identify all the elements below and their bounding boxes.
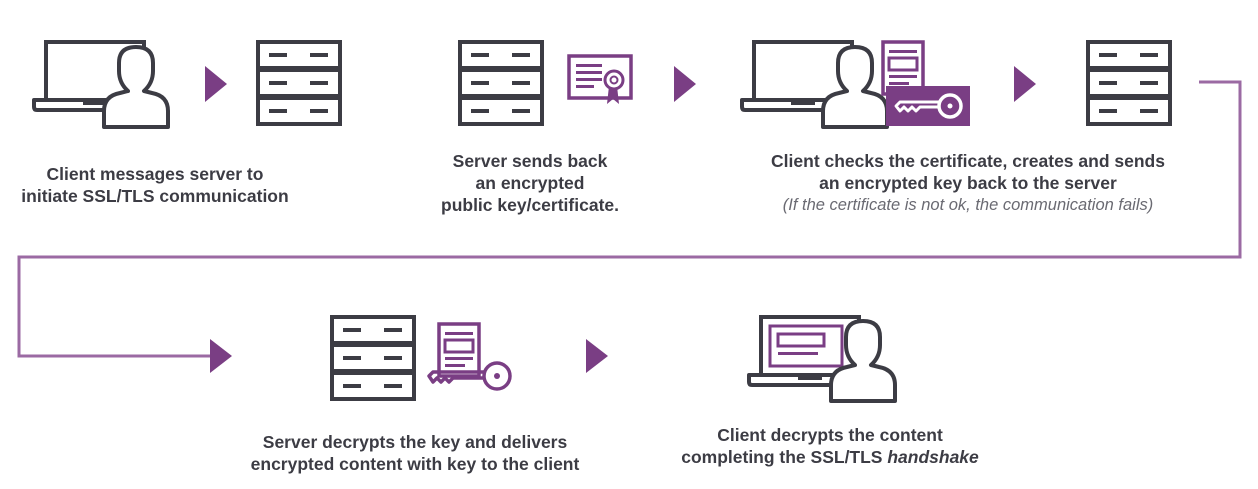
flow-connector-line (17, 80, 1242, 358)
step-5-handshake-emphasis: handshake (887, 447, 979, 467)
step-3-server-icon (1086, 40, 1172, 126)
step-2-line-1: Server sends back (452, 151, 608, 171)
step-4-caption: Server decrypts the key and delivers enc… (215, 431, 615, 475)
step-2-line-3: public key/certificate. (441, 195, 619, 215)
step-3-line-2: an encrypted key back to the server (819, 173, 1117, 193)
step-4-arrow (586, 339, 608, 373)
step-1-server-icon (256, 40, 342, 126)
step-4-line-2: encrypted content with key to the client (250, 454, 580, 474)
step-4-arrow-in (210, 339, 232, 373)
step-1-line-1: Client messages server to (46, 164, 264, 184)
step-4-line-1: Server decrypts the key and delivers (262, 432, 568, 452)
step-3-laptop-user-icon (740, 40, 889, 129)
step-5-caption: Client decrypts the content completing t… (650, 424, 1010, 468)
certificate-icon (567, 54, 633, 104)
step-2-line-2: an encrypted (475, 173, 585, 193)
step-4-document-icon (437, 322, 481, 378)
step-1-arrow (205, 66, 227, 102)
step-3-line-1: Client checks the certificate, creates a… (771, 151, 1165, 171)
step-3-arrow (1014, 66, 1036, 102)
step-4-server-icon (330, 315, 416, 401)
step-3-caption: Client checks the certificate, creates a… (728, 150, 1208, 216)
step-5-line-2: completing the SSL/TLS handshake (650, 446, 1010, 468)
step-1-line-2: initiate SSL/TLS communication (21, 186, 289, 206)
step-2-caption: Server sends back an encrypted public ke… (430, 150, 630, 216)
step-1-laptop-user-icon (32, 40, 170, 129)
step-1-caption: Client messages server to initiate SSL/T… (20, 163, 290, 207)
step-3-key-icon (886, 86, 970, 126)
step-5-line-2-prefix: completing the SSL/TLS (681, 447, 888, 467)
step-5-laptop-user-icon (747, 315, 897, 403)
step-2-arrow (674, 66, 696, 102)
step-2-server-icon (458, 40, 544, 126)
step-5-line-1: Client decrypts the content (717, 425, 943, 445)
step-3-failure-note: (If the certificate is not ok, the commu… (782, 196, 1154, 214)
